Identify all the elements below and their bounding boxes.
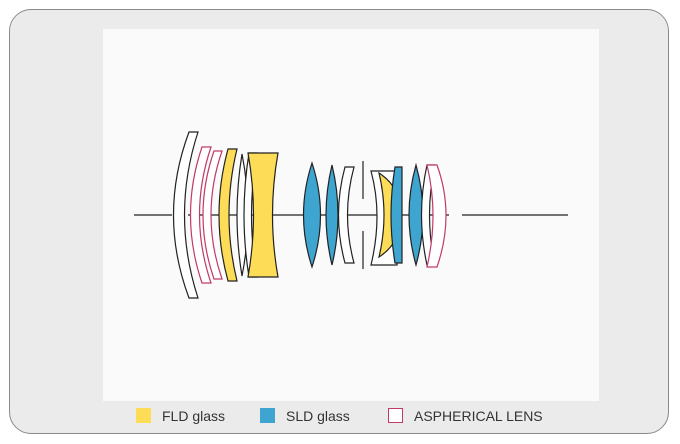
legend-label-sld: SLD glass (286, 408, 350, 424)
lens-element-4-fld (218, 148, 238, 282)
lens-element-13-sld (390, 166, 403, 264)
lens-element-8-sld (302, 161, 322, 269)
lens-element-10 (337, 166, 355, 264)
lens-element-2-aspherical (189, 146, 212, 284)
diagram-panel (9, 9, 669, 434)
lens-element-3-aspherical (202, 150, 223, 280)
legend: FLD glass SLD glass ASPHERICAL LENS (0, 397, 680, 435)
fld-swatch-icon (136, 408, 151, 423)
lens-element-1 (172, 131, 199, 299)
lens-element-9-sld (325, 164, 339, 266)
lens-diagram-svg (134, 131, 568, 299)
legend-label-fld: FLD glass (162, 408, 226, 424)
legend-label-aspherical: ASPHERICAL LENS (414, 408, 543, 424)
lens-element-7-fld (247, 152, 279, 278)
sld-swatch-icon (260, 408, 275, 423)
lens-diagram (103, 29, 599, 401)
aspherical-swatch-icon (388, 408, 403, 423)
lens-element-16-aspherical (426, 164, 447, 268)
